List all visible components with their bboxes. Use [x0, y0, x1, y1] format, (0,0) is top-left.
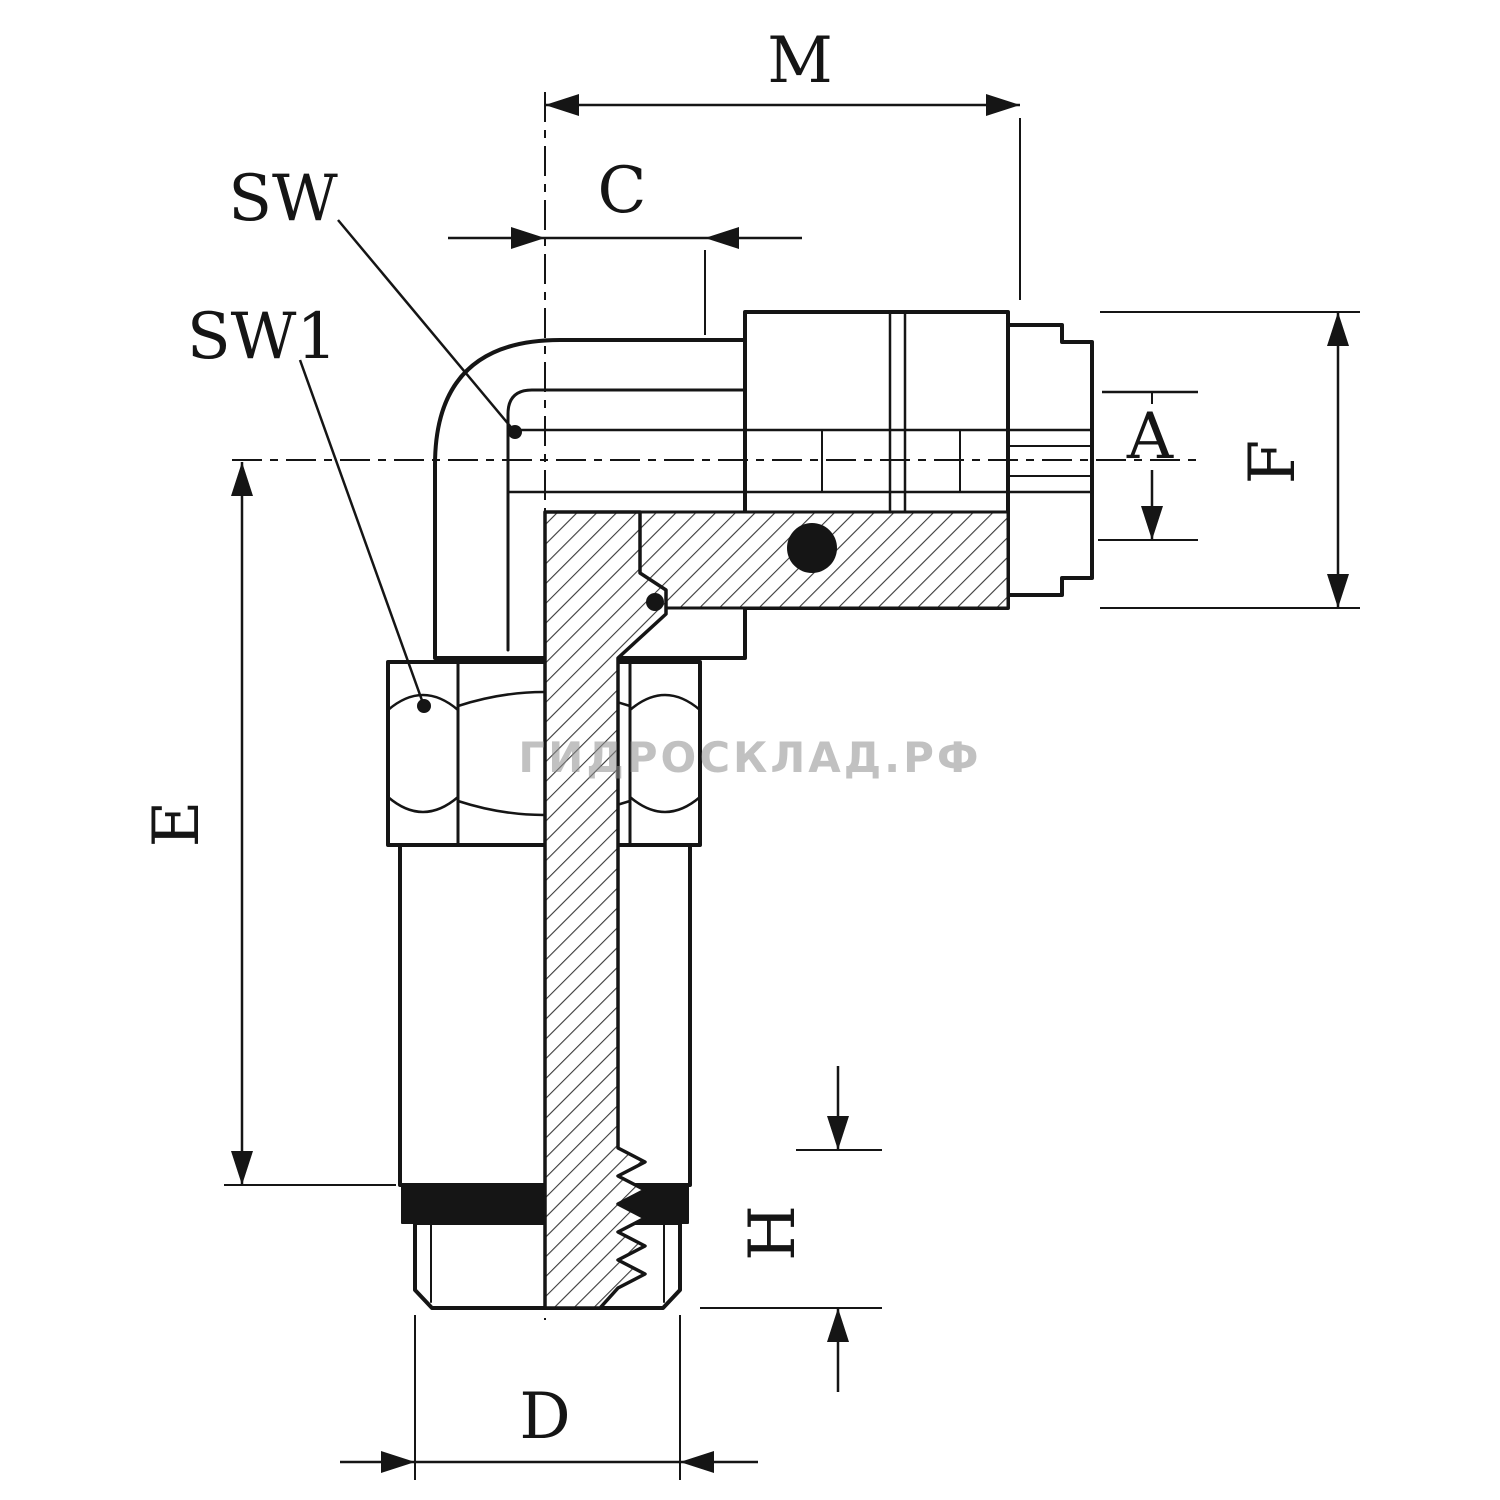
- watermark-text: ГИДРОСКЛАД.РФ: [518, 733, 981, 782]
- dim-label-c: C: [598, 154, 647, 228]
- dim-e: [224, 462, 396, 1186]
- dim-c: [448, 227, 802, 335]
- dim-label-f: F: [1236, 440, 1310, 484]
- dim-d: [340, 1315, 758, 1480]
- dim-label-sw1: SW1: [187, 300, 337, 374]
- section-stem: [543, 510, 668, 1310]
- dim-f: [1100, 311, 1360, 609]
- o-ring-seal: [787, 523, 837, 573]
- dim-h: [700, 1066, 882, 1392]
- dim-label-d: D: [519, 1380, 570, 1454]
- leader-sw1: [298, 359, 431, 713]
- dimensions: [224, 94, 1360, 1480]
- leader-sw: [337, 219, 522, 439]
- elbow-inner-corner: [506, 388, 747, 652]
- dim-label-sw: SW: [228, 162, 338, 236]
- dim-label-m: M: [767, 24, 833, 98]
- centerlines: [232, 92, 1198, 1320]
- fitting-body: [386, 310, 1094, 1310]
- dim-m: [545, 94, 1021, 300]
- dim-label-h: H: [736, 1205, 810, 1261]
- dim-label-e: E: [140, 801, 214, 848]
- dim-a: [1098, 390, 1198, 541]
- dim-label-a: A: [1126, 400, 1174, 474]
- stem-o-ring: [646, 593, 664, 611]
